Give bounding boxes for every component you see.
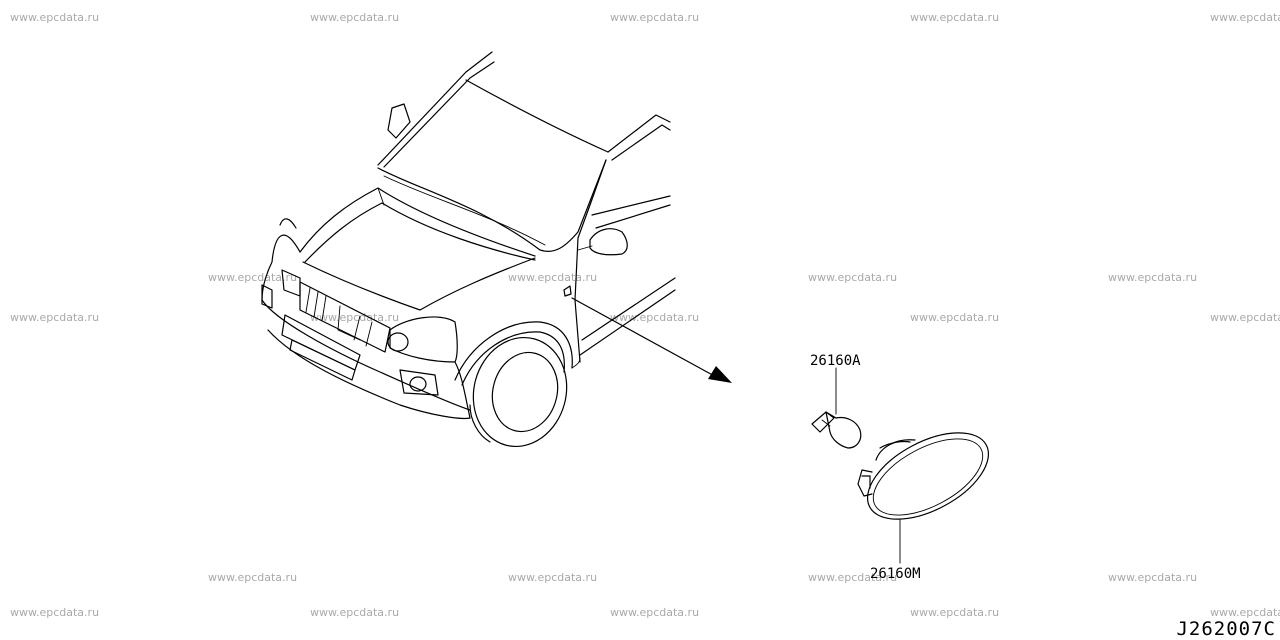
watermark: www.epcdata.ru [310, 311, 400, 324]
watermark: www.epcdata.ru [910, 11, 1000, 24]
diagram-code: J262007C [1176, 618, 1276, 640]
watermark: www.epcdata.ru [808, 271, 898, 284]
watermark: www.epcdata.ru [610, 11, 700, 24]
watermark: www.epcdata.ru [10, 606, 100, 619]
watermark: www.epcdata.ru [208, 271, 298, 284]
watermark: www.epcdata.ru [310, 606, 400, 619]
watermark: www.epcdata.ru [1108, 571, 1198, 584]
watermark: www.epcdata.ru [808, 571, 898, 584]
vehicle-illustration [261, 51, 676, 448]
bulb-part-number: 26160A [810, 353, 861, 369]
watermark: www.epcdata.ru [1210, 11, 1280, 24]
watermark: www.epcdata.ru [208, 571, 298, 584]
lamp-part-number: 26160M [870, 566, 921, 582]
watermark: www.epcdata.ru [508, 271, 598, 284]
watermark: www.epcdata.ru [910, 606, 1000, 619]
bulb-illustration [811, 367, 862, 449]
watermark: www.epcdata.ru [10, 11, 100, 24]
watermark: www.epcdata.ru [1108, 271, 1198, 284]
side-lamp-illustration [857, 432, 990, 564]
watermark: www.epcdata.ru [10, 311, 100, 324]
watermark: www.epcdata.ru [610, 606, 700, 619]
watermark: www.epcdata.ru [610, 311, 700, 324]
watermark: www.epcdata.ru [1210, 311, 1280, 324]
watermark: www.epcdata.ru [1210, 606, 1280, 619]
watermark: www.epcdata.ru [910, 311, 1000, 324]
location-arrow [571, 297, 732, 383]
watermark: www.epcdata.ru [508, 571, 598, 584]
watermark: www.epcdata.ru [310, 11, 400, 24]
